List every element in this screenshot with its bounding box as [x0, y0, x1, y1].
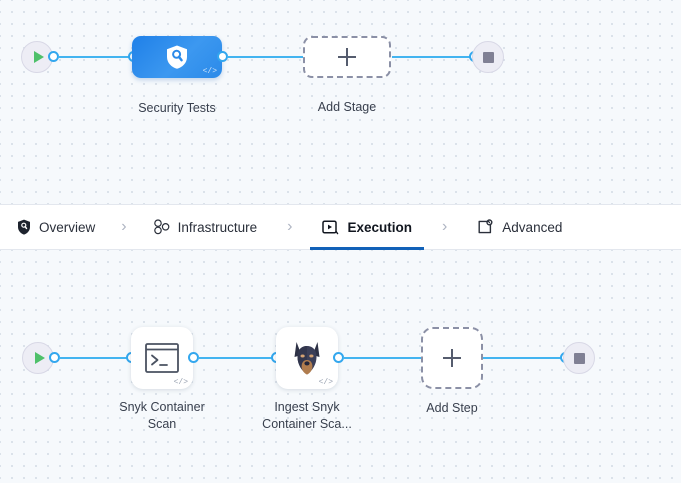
play-icon	[34, 352, 45, 364]
terminal-icon	[145, 343, 179, 373]
shield-search-icon	[167, 45, 187, 69]
play-box-icon	[322, 219, 339, 235]
code-badge: </>	[202, 67, 217, 76]
add-step-button[interactable]	[421, 327, 483, 389]
tab-execution-label: Execution	[347, 219, 412, 235]
add-stage-button[interactable]	[303, 36, 391, 78]
step-edge-1	[59, 357, 131, 359]
step-start-node[interactable]	[22, 342, 54, 374]
snyk-doberman-icon	[294, 342, 320, 375]
stage-edge-2	[227, 56, 305, 58]
stop-icon	[573, 352, 585, 364]
step-label-ingest-snyk-container-scan: Ingest Snyk Container Sca...	[262, 400, 352, 431]
stage-edge-3	[392, 56, 476, 58]
shield-icon	[17, 219, 31, 235]
step-edge-2	[198, 357, 276, 359]
gear-frame-icon	[477, 219, 494, 235]
add-step-label: Add Step	[426, 401, 478, 415]
pipeline-config-tabs[interactable]: Overview › Infrastructure ›	[0, 204, 681, 250]
step-label-snyk-container-scan: Snyk Container Scan	[119, 400, 205, 431]
step-edge-4	[483, 357, 567, 359]
step-edge-3	[343, 357, 421, 359]
play-icon	[33, 51, 44, 63]
step-node-ingest-snyk-container-scan[interactable]: </>	[276, 327, 338, 389]
step-end-node[interactable]	[563, 342, 595, 374]
tab-advanced-label: Advanced	[502, 219, 563, 235]
tab-overview-label: Overview	[39, 219, 96, 235]
plus-icon	[442, 348, 462, 368]
stage-label-security-tests: Security Tests	[138, 101, 216, 115]
tab-advanced[interactable]: Advanced	[477, 205, 562, 250]
step-node-snyk-container-scan[interactable]: </>	[131, 327, 193, 389]
plus-icon	[337, 47, 357, 67]
step-canvas[interactable]: </> Snyk Container Scan	[0, 250, 681, 483]
tab-infrastructure-label: Infrastructure	[177, 219, 258, 235]
add-stage-label: Add Stage	[317, 100, 377, 114]
stage-canvas[interactable]: </> Security Tests Add Stage	[0, 0, 681, 204]
stage-end-node[interactable]	[472, 41, 504, 73]
chevron-right-icon-1: ›	[121, 218, 127, 235]
nodes-cluster-icon	[153, 219, 170, 235]
chevron-right-icon-3: ›	[441, 218, 448, 235]
chevron-right-icon-2: ›	[287, 218, 293, 235]
tab-infrastructure[interactable]: Infrastructure	[153, 205, 258, 250]
code-badge: </>	[173, 378, 188, 387]
stop-icon	[482, 51, 494, 63]
stage-start-node[interactable]	[21, 41, 53, 73]
tab-execution[interactable]: Execution	[310, 205, 424, 250]
code-badge: </>	[318, 378, 333, 387]
stage-edge-1	[58, 56, 136, 58]
stage-node-security-tests[interactable]: </>	[132, 36, 222, 78]
tab-overview[interactable]: Overview	[17, 205, 95, 250]
